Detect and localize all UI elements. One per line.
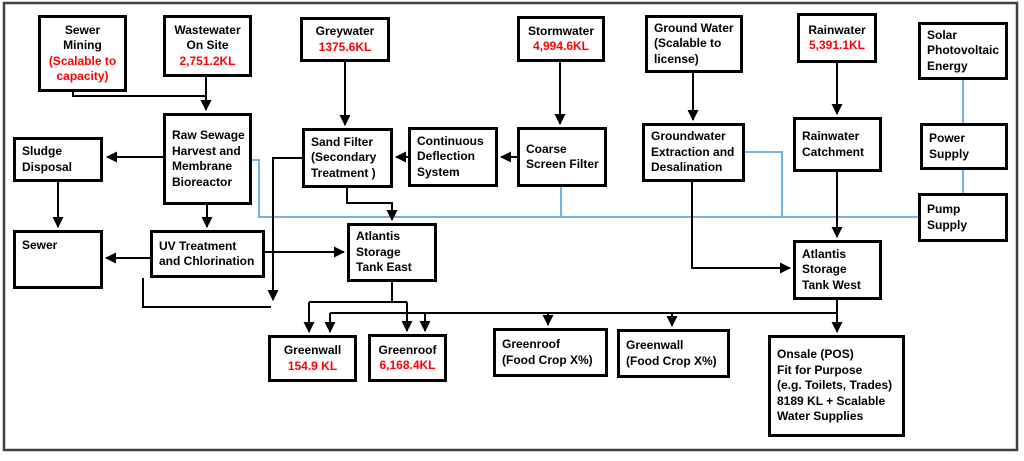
node-text-line: Storage [356,244,401,259]
node-text-line: (Food Crop X%) [502,352,593,367]
node-text-line: Pump [927,202,961,216]
node-text-line: Wastewater [174,22,241,37]
node-text-line: Onsale (POS) [777,347,854,362]
node-text-line: 4,994.6KL [532,39,590,53]
node-text-line: Storage [802,262,847,277]
node-text-line: Rainwater [802,129,860,143]
node-text-line: Desalination [651,160,723,175]
node-text-line: Sewer [22,238,58,252]
node-text-line: Solar [927,27,958,42]
node-text-line: Groundwater [651,129,726,144]
node-text-line: Greenwall [283,343,342,357]
extraction-to-atlantis-west-arrow [691,182,791,274]
node-text-line: UV Treatment [159,238,237,253]
node-text-line: Tank West [802,277,861,292]
sand-filter-to-atlantis-east-arrow [346,188,398,221]
node-text-line: Greenroof [502,337,561,351]
node-greenroof-food-crop: Greenroof(Food Crop X%) [493,328,608,377]
node-text-line: Fit for Purpose [777,362,863,377]
node-text-line: Stormwater [527,23,595,38]
node-text-line: Water Supplies [777,409,864,424]
node-onsale-pos: Onsale (POS)Fit for Purpose(e.g. Toilets… [768,335,905,437]
node-text-line: Supply [929,146,970,161]
node-text-line: (Food Crop X%) [626,353,717,368]
node-text-line: Rainwater [808,22,866,37]
node-text-line: Catchment [802,144,865,159]
node-text-line: Disposal [22,159,73,174]
node-text-line: Bioreactor [172,174,233,189]
node-text-line: license) [654,51,699,66]
node-text-line: System [417,164,460,179]
node-text-line: Greenroof [378,342,437,357]
node-text-line: Membrane [172,159,233,173]
node-text-line: Treatment ) [311,165,376,180]
node-text-line: (Scalable to [48,53,117,68]
node-text-line: Harvest and [172,143,241,158]
uv-bottom-line [142,278,271,308]
node-text-line: Sand Filter [311,134,374,149]
node-text-line: 2,751.2KL [179,53,236,68]
node-text-line: Supply [927,217,968,232]
node-text-line: 154.9 KL [287,358,338,373]
node-text-line: and Chlorination [159,254,255,268]
node-text-line: Mining [63,38,102,52]
node-text-line: Sewer [64,22,101,37]
node-text-line: Greywater [315,24,375,38]
node-text-line: On Site [186,38,229,53]
node-text-line: Tank East [356,260,412,275]
node-text-line: Sludge [22,144,63,158]
node-text-line: 8189 KL + Scalable [777,393,886,408]
node-text-line: Deflection [417,149,476,164]
node-text-line: 5,391.1KL [808,38,866,52]
node-text-line: Atlantis [802,246,847,261]
node-text-line: Power [929,131,966,145]
node-text-line: Raw Sewage [172,128,245,142]
node-text-line: Ground Water [654,20,734,35]
node-text-line: (Secondary [311,150,377,165]
node-text-line: (Scalable to [654,36,722,51]
node-text-line: Greenwall [626,338,684,352]
node-text-line: Atlantis [356,229,401,244]
power-line-main [252,159,918,218]
node-text-line: Continuous [417,133,484,148]
node-text-line: 6,168.4KL [379,358,436,372]
node-text-line: Extraction and [651,144,735,159]
node-greenwall-food-crop: Greenwall(Food Crop X%) [617,329,730,378]
node-text-line: Energy [927,58,968,73]
node-text-line: Screen Filter [526,157,599,171]
outer-border [2,1,1019,452]
node-text-line: 1375.6KL [318,39,372,54]
node-text-line: Photovoltaic [927,43,1000,58]
sewer-mining-join-line [72,92,206,97]
node-text-line: Coarse [526,141,567,156]
node-sewer: Sewer [13,230,103,289]
sand-filter-side-arrow [267,157,302,301]
node-text-line: (e.g. Toilets, Trades) [777,378,893,393]
power-line-groundwater-extraction [745,151,783,217]
node-text-line: capacity) [56,69,109,83]
